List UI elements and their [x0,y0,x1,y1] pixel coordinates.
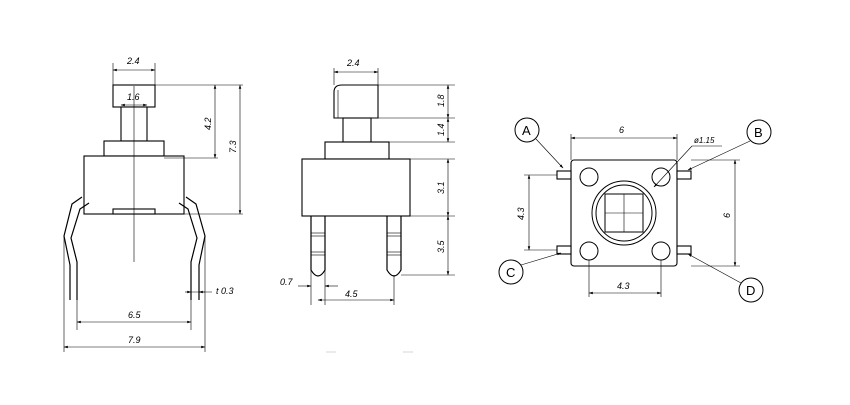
pin-label-a: A [522,123,531,138]
pin-label-b-circle [746,119,772,145]
label-side-cap-height: 1.8 [436,94,446,107]
front-view: 2.4 1.6 4.2 7.3 t 0.3 6.5 7.9 [63,56,243,352]
label-side-lead-length: 3.5 [436,239,446,253]
side-collar [324,141,390,160]
label-side-top-width: 2.4 [346,58,360,68]
label-side-body-height: 3.1 [436,181,446,194]
label-front-lead-span: 6.5 [128,310,142,320]
hole-b [651,167,671,187]
leader-hole-dia [653,145,693,188]
pin-label-d-circle [738,277,764,303]
pin-label-c-circle [498,259,524,285]
label-front-lead-thickness: t 0.3 [216,286,234,296]
top-view: 6 ø1.15 4.3 6 4.3 A B C D [498,117,772,303]
label-top-hole-dia: ø1.15 [694,136,715,145]
label-front-stem-width: 1.6 [127,92,140,102]
top-actuator-ring-outer [591,180,657,246]
side-body [301,158,411,217]
label-side-lead-width: 0.7 [280,277,294,287]
pin-c [556,245,572,255]
label-front-actuator-height: 4.2 [203,117,213,130]
pin-label-a-circle [514,117,540,143]
pin-label-c: C [506,265,515,280]
side-stem [342,117,372,143]
side-right-lead [386,216,402,277]
hole-a [579,167,599,187]
pin-label-b: B [754,125,763,140]
pin-b [676,170,692,180]
label-side-lead-pitch: 4.5 [345,289,359,299]
label-front-top-width: 2.4 [126,56,140,66]
pin-d [676,245,692,255]
label-side-stem-height: 1.4 [436,123,446,136]
label-top-body-width: 6 [619,125,624,135]
label-front-total-width: 7.9 [128,335,141,345]
label-front-total-height: 7.3 [228,140,238,153]
pin-a [556,170,572,180]
side-left-lead [310,216,326,277]
side-view: 2.4 1.8 1.4 3.1 3.5 0.7 4.5 [280,58,455,305]
label-top-pin-pitch-h: 4.3 [617,281,630,291]
side-actuator-cap [333,84,379,119]
top-actuator-ring-inner [595,184,653,242]
label-top-pin-pitch-v: 4.3 [516,207,526,220]
pin-label-d: D [746,283,755,298]
label-top-body-height: 6 [722,213,732,218]
